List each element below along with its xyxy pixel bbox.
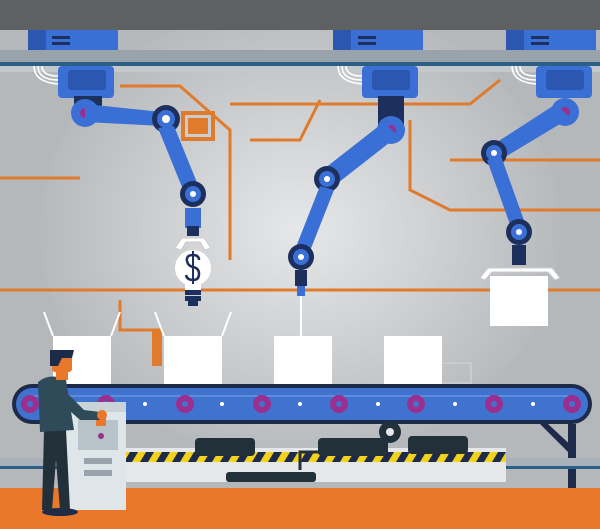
box-4 xyxy=(384,336,442,384)
ceiling xyxy=(0,0,600,30)
circuit-block xyxy=(188,118,208,134)
robot-arm-1 xyxy=(58,66,212,251)
box-3 xyxy=(274,336,332,384)
worker xyxy=(38,350,107,516)
ceiling-unit-1 xyxy=(28,30,118,50)
under-belt-machine xyxy=(124,421,506,482)
ceiling-rail xyxy=(0,50,600,62)
belt-dots xyxy=(66,402,535,406)
gear-icon xyxy=(176,395,194,413)
belt-gears xyxy=(21,395,581,413)
belt-legs xyxy=(540,424,576,488)
cables xyxy=(33,65,537,85)
ceiling-rail-stripe xyxy=(0,62,600,66)
circuit-square xyxy=(181,111,215,141)
gear-icon xyxy=(407,395,425,413)
held-box xyxy=(490,276,548,326)
gear-icon xyxy=(330,395,348,413)
lightbulb-dollar-icon xyxy=(175,250,211,306)
robot-arm-3 xyxy=(479,66,592,326)
ceiling-rail-lower xyxy=(0,66,600,72)
gear-icon xyxy=(563,395,581,413)
box-2 xyxy=(154,311,232,384)
robot-arm-2 xyxy=(288,66,418,336)
gear-icon xyxy=(253,395,271,413)
circuit-block-small xyxy=(152,330,162,366)
gear-icon xyxy=(485,395,503,413)
gear-icon xyxy=(21,395,39,413)
ceiling-unit-3 xyxy=(506,30,596,50)
ceiling-unit-2 xyxy=(333,30,423,50)
